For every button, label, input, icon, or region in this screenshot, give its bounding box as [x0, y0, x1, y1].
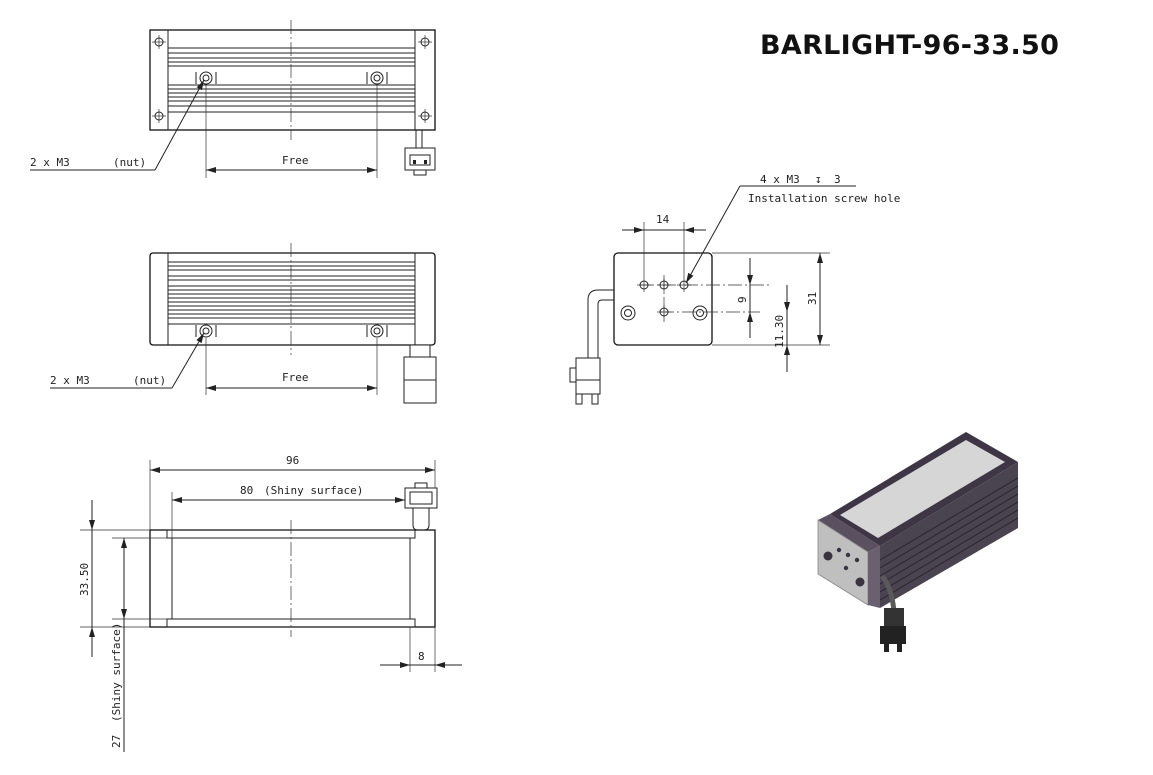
- product-isometric-render: [817, 432, 1019, 652]
- end-view-horizontal-dim: 14: [656, 213, 670, 226]
- end-view-height-dim: 31: [806, 292, 819, 305]
- end-view-screw-depth: 3: [834, 173, 841, 186]
- middle-view-nut-label: (nut): [133, 374, 166, 387]
- top-view-free-label: Free: [282, 154, 309, 167]
- product-connector: [880, 626, 906, 644]
- end-view-screw-label: 4 x M3: [760, 173, 800, 186]
- middle-view-free-label: Free: [282, 371, 309, 384]
- side-view-shiny-length-note: (Shiny surface): [264, 484, 363, 497]
- end-view-depth-symbol: ↧: [815, 173, 822, 186]
- top-view-nut-right: [366, 71, 388, 85]
- top-view-corner-holes: [152, 35, 432, 123]
- side-view-height-dim: 33.50: [78, 563, 91, 596]
- top-view-nut-left: [195, 71, 217, 85]
- side-view-shiny-length-dim: 80: [240, 484, 253, 497]
- end-view-offset-dim: 11.30: [773, 315, 786, 348]
- end-view-plate: [613, 252, 713, 346]
- top-view: 2 x M3 (nut) Free: [30, 20, 436, 178]
- end-view-screw-note: Installation screw hole: [748, 192, 900, 205]
- middle-view-mount-label: 2 x M3: [50, 374, 90, 387]
- end-view-large-holes: [620, 305, 708, 321]
- side-view-shiny-width-note: (Shiny surface): [110, 623, 123, 722]
- middle-view-housing: [149, 252, 436, 346]
- top-view-fins: [168, 47, 415, 113]
- side-view-end-offset-dim: 8: [418, 650, 425, 663]
- end-view-inner-dim: 9: [736, 296, 749, 303]
- middle-view-nut-right: [366, 324, 388, 338]
- side-view-shiny-width-dim: 27: [110, 735, 123, 748]
- end-view-connector: [575, 357, 601, 395]
- top-view-mount-label: 2 x M3: [30, 156, 70, 169]
- top-view-housing: [149, 29, 436, 131]
- side-view-housing: [149, 529, 436, 628]
- side-view: 96 80 (Shiny surface) 33.50 27 (Shiny su…: [78, 454, 462, 752]
- drawing-title: BARLIGHT-96-33.50: [760, 30, 1060, 61]
- middle-view-nut-left: [195, 324, 217, 338]
- side-view-length-dim: 96: [286, 454, 299, 467]
- end-view: 14 4 x M3 ↧ 3 Installation screw hole 9 …: [569, 173, 900, 405]
- middle-view-fins: [168, 261, 415, 325]
- top-view-nut-label: (nut): [113, 156, 146, 169]
- middle-view: 2 x M3 (nut) Free: [50, 243, 437, 404]
